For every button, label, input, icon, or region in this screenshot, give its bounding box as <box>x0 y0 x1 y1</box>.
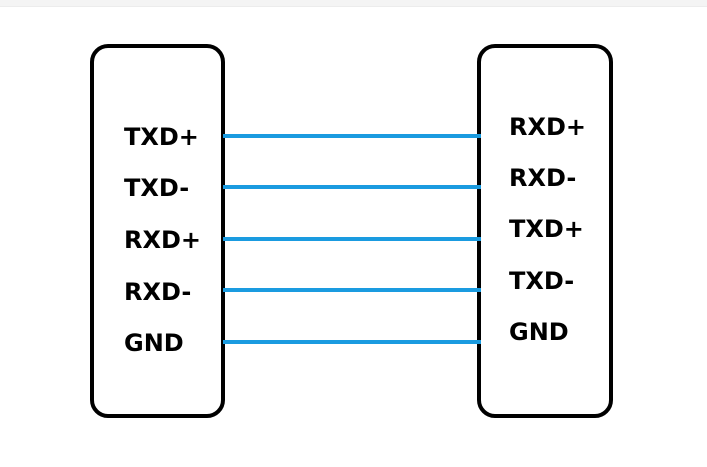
right-pin-labels: RXD+ RXD- TXD+ TXD- GND <box>509 113 586 346</box>
right-pin-label: GND <box>509 318 569 346</box>
left-pin-labels: TXD+ TXD- RXD+ RXD- GND <box>124 123 201 357</box>
left-pin-label: RXD- <box>124 278 191 306</box>
wires <box>223 134 481 344</box>
left-pin-label: RXD+ <box>124 226 201 254</box>
left-pin-label: TXD+ <box>124 123 199 151</box>
right-pin-label: RXD+ <box>509 113 586 141</box>
right-connector <box>477 44 613 418</box>
right-pin-label: RXD- <box>509 164 576 192</box>
right-pin-label: TXD- <box>509 267 574 295</box>
left-connector <box>90 44 225 418</box>
right-pin-label: TXD+ <box>509 215 584 243</box>
top-strip <box>0 0 707 7</box>
left-pin-label: TXD- <box>124 174 189 202</box>
left-pin-label: GND <box>124 329 184 357</box>
